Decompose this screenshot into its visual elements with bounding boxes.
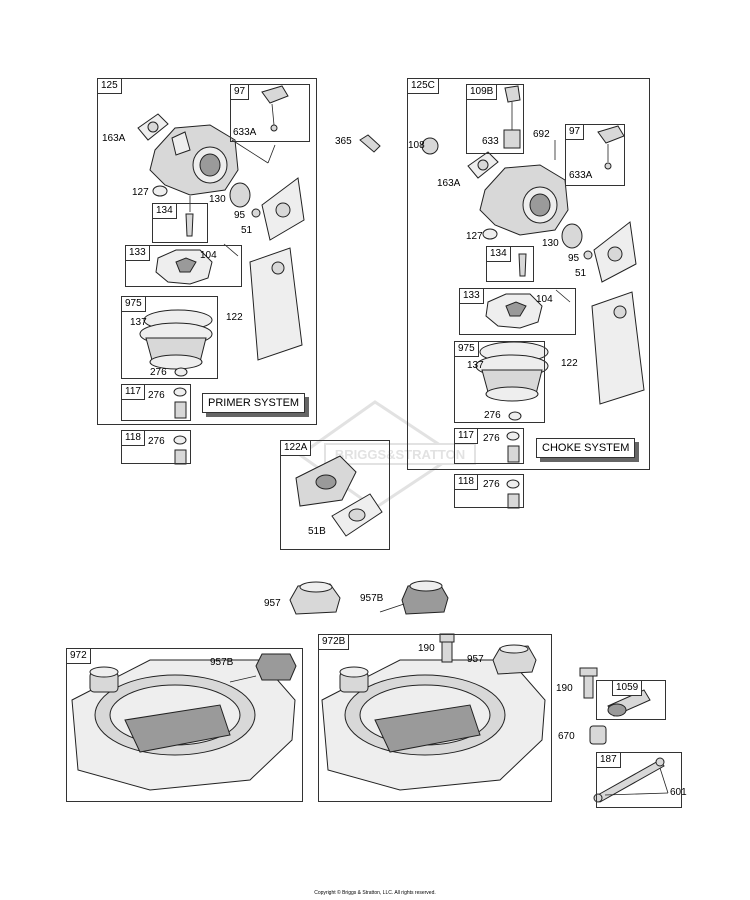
primer-system-label: PRIMER SYSTEM xyxy=(202,393,306,413)
label-95: 95 xyxy=(234,210,246,221)
label-127-right: 127 xyxy=(466,231,483,242)
subgroup-134-frame xyxy=(152,203,208,243)
subgroup-975-right-tag: 975 xyxy=(454,341,479,357)
label-51-right: 51 xyxy=(575,268,587,279)
group-125-frame xyxy=(97,78,317,425)
subgroup-975-right-frame xyxy=(454,341,545,423)
group-118-right-tag: 118 xyxy=(454,474,478,490)
group-125C-frame xyxy=(407,78,650,470)
label-130-right: 130 xyxy=(542,238,559,249)
label-130: 130 xyxy=(209,194,226,205)
group-118-left-frame xyxy=(121,430,191,464)
watermark-logo: BRIGGS&STRATTON xyxy=(297,400,476,510)
subgroup-97-tag: 97 xyxy=(230,84,250,100)
label-104: 104 xyxy=(200,250,217,261)
label-276-118-right: 276 xyxy=(483,479,500,490)
subgroup-133-right-frame xyxy=(459,288,576,335)
label-276-118-left: 276 xyxy=(148,436,165,447)
subgroup-97-frame xyxy=(230,84,310,142)
subgroup-117-frame xyxy=(121,384,191,421)
watermark-text: BRIGGS&STRATTON xyxy=(335,447,465,462)
label-276-117-right: 276 xyxy=(483,433,500,444)
label-190: 190 xyxy=(556,683,573,694)
label-957B-cap: 957B xyxy=(360,593,384,604)
label-163A-right: 163A xyxy=(437,178,461,189)
group-118-right-frame xyxy=(454,474,524,508)
label-95-right: 95 xyxy=(568,253,580,264)
subgroup-117-tag: 117 xyxy=(121,384,145,400)
group-122A-tag: 122A xyxy=(280,440,312,456)
label-957B-tank: 957B xyxy=(210,657,234,668)
label-276-bowl: 276 xyxy=(150,367,167,378)
label-137-right: 137 xyxy=(467,360,484,371)
group-972-tag: 972 xyxy=(66,648,91,664)
group-972-frame xyxy=(66,648,303,802)
label-137: 137 xyxy=(130,317,147,328)
subgroup-117-right-tag: 117 xyxy=(454,428,478,444)
label-127: 127 xyxy=(132,187,149,198)
subgroup-133-tag: 133 xyxy=(125,245,150,261)
group-187-frame xyxy=(596,752,682,808)
label-692: 692 xyxy=(533,129,550,140)
label-633A: 633A xyxy=(233,127,257,138)
label-122-right: 122 xyxy=(561,358,578,369)
group-1059-tag: 1059 xyxy=(612,680,643,696)
label-104-right: 104 xyxy=(536,294,553,305)
fuel-tank-972-art xyxy=(71,653,297,791)
label-670: 670 xyxy=(558,731,575,742)
label-365: 365 xyxy=(335,136,352,147)
choke-system-label: CHOKE SYSTEM xyxy=(536,438,636,458)
subgroup-133-right-tag: 133 xyxy=(459,288,484,304)
label-51: 51 xyxy=(241,225,253,236)
group-125-tag: 125 xyxy=(97,78,122,94)
label-957-tank: 957 xyxy=(467,654,484,665)
fuel-cap-957-shape xyxy=(289,583,341,615)
subgroup-97-right-tag: 97 xyxy=(565,124,585,140)
group-187-tag: 187 xyxy=(596,752,621,768)
fuel-cap-957B-shape xyxy=(401,583,449,615)
label-633A-right: 633A xyxy=(569,170,593,181)
group-972B-frame xyxy=(318,634,552,802)
group-118-left-tag: 118 xyxy=(121,430,145,446)
subgroup-975-tag: 975 xyxy=(121,296,146,312)
bolt-365-shape xyxy=(359,134,381,153)
subgroup-134-right-tag: 134 xyxy=(486,246,511,262)
label-122: 122 xyxy=(226,312,243,323)
bolt-190-shape xyxy=(583,673,594,699)
label-601: 601 xyxy=(670,787,687,798)
copyright-notice: Copyright © Briggs & Stratton, LLC. All … xyxy=(314,890,436,896)
label-190-tank: 190 xyxy=(418,643,435,654)
subgroup-134-tag: 134 xyxy=(152,203,177,219)
group-972B-tag: 972B xyxy=(318,634,350,650)
subgroup-97-right-frame xyxy=(565,124,625,186)
subgroup-109B-tag: 109B xyxy=(466,84,498,100)
label-957-cap: 957 xyxy=(264,598,281,609)
label-633: 633 xyxy=(482,136,499,147)
label-163A: 163A xyxy=(102,133,126,144)
label-276-bowl-right: 276 xyxy=(484,410,501,421)
group-122A-frame xyxy=(280,440,390,550)
label-108: 108 xyxy=(408,140,425,151)
carburetor-125-art xyxy=(137,85,305,419)
spacer-670-shape xyxy=(589,725,607,745)
fuel-tank-972B-art xyxy=(321,633,546,791)
carburetor-125C-art xyxy=(421,85,645,463)
subgroup-117-right-frame xyxy=(454,428,524,464)
gasket-122-shape xyxy=(249,247,303,361)
label-51B: 51B xyxy=(308,526,326,537)
subgroup-975-frame xyxy=(121,296,218,379)
label-276-117: 276 xyxy=(148,390,165,401)
subgroup-133-frame xyxy=(125,245,242,287)
group-125C-tag: 125C xyxy=(407,78,439,94)
